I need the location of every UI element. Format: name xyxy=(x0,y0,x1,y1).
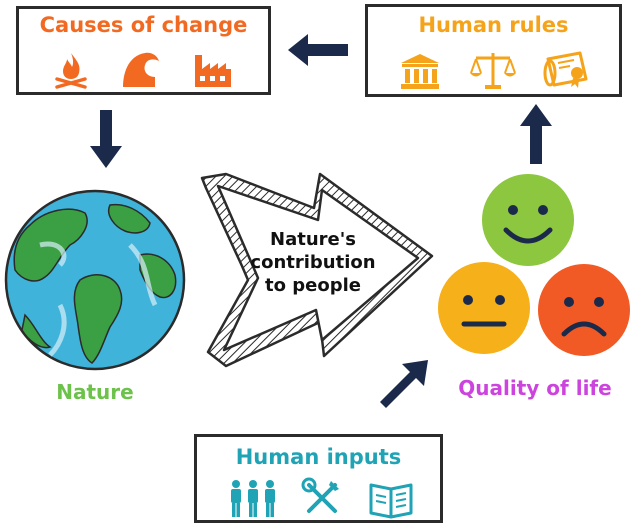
fire-icon xyxy=(55,53,87,89)
contribution-line-1: Nature's xyxy=(270,229,356,250)
human-inputs-title: Human inputs xyxy=(235,445,402,469)
scales-icon xyxy=(470,53,516,89)
human-rules-box: Human rules xyxy=(365,4,622,97)
certificate-scroll-icon xyxy=(543,51,588,88)
tools-icon xyxy=(301,477,339,513)
factory-icon xyxy=(195,55,231,87)
human-inputs-box: Human inputs xyxy=(194,434,443,523)
contribution-line-3: to people xyxy=(265,275,361,296)
nature-label: Nature xyxy=(56,380,134,404)
arrow-quality-to-rules xyxy=(520,104,552,164)
causes-of-change-box: Causes of change xyxy=(16,6,271,95)
wave-icon xyxy=(123,52,159,87)
contribution-label: Nature's contribution to people xyxy=(228,228,398,297)
people-icon xyxy=(231,480,275,517)
sad-face-icon xyxy=(538,264,630,356)
arrow-inputs-to-quality xyxy=(380,360,428,408)
causes-of-change-title: Causes of change xyxy=(39,13,248,37)
human-rules-title: Human rules xyxy=(418,13,569,37)
government-building-icon xyxy=(401,54,439,89)
book-icon xyxy=(369,483,413,519)
nature-contribution-arrow xyxy=(200,172,434,368)
contribution-line-2: contribution xyxy=(250,252,376,273)
quality-of-life-label: Quality of life xyxy=(458,376,612,400)
earth-globe-icon xyxy=(4,189,186,371)
arrow-causes-to-nature xyxy=(90,110,122,168)
neutral-face-icon xyxy=(438,262,530,354)
arrow-rules-to-causes xyxy=(288,34,348,66)
happy-face-icon xyxy=(482,174,574,266)
